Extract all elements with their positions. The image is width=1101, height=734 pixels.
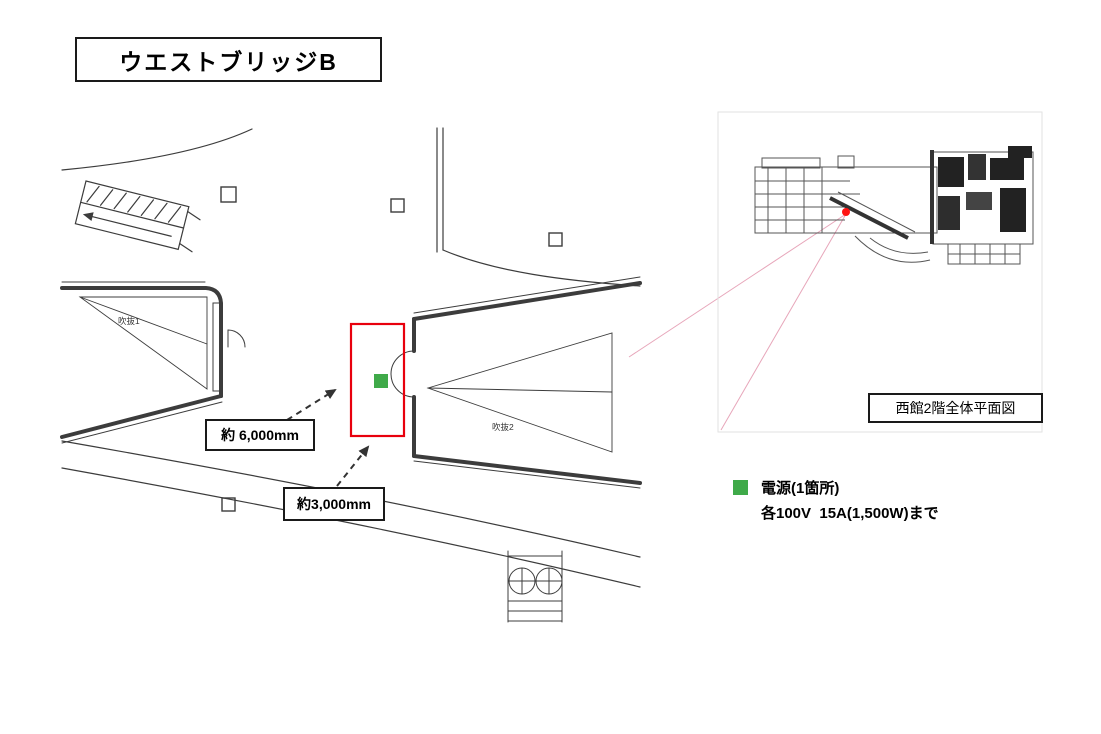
power-swatch-icon xyxy=(733,480,748,495)
power-outlet-marker xyxy=(374,374,388,388)
leader-line-1 xyxy=(628,213,847,358)
overview-plan xyxy=(754,146,1034,265)
door-swing-west xyxy=(227,329,246,348)
title-box: ウエストブリッジB xyxy=(75,37,382,82)
dimension-arrows xyxy=(286,388,370,487)
escalator xyxy=(74,180,201,253)
power-swatch-rect xyxy=(733,480,748,495)
escalator-arrow xyxy=(82,212,94,222)
main-plan: 吹抜1 吹抜2 xyxy=(60,127,642,623)
door-swing-east-upper xyxy=(390,350,415,375)
corridor-curve-topright xyxy=(442,249,641,287)
booth-highlight-rect xyxy=(349,322,406,438)
page-title: ウエストブリッジB xyxy=(119,48,338,75)
columns xyxy=(220,186,563,512)
power-legend: 電源(1箇所) 各100V 15A(1,500W)まで xyxy=(733,477,939,523)
void-hatch-1 xyxy=(78,296,208,390)
legend-row: 電源(1箇所) xyxy=(733,477,939,498)
void-label-2: 吹抜2 xyxy=(492,422,514,432)
column-1 xyxy=(220,186,237,203)
corridor-curve-bottom-2 xyxy=(61,467,641,588)
legend-power-spec: 各100V 15A(1,500W)まで xyxy=(761,505,939,522)
column-3 xyxy=(548,232,563,247)
south-entrance-structure xyxy=(507,550,563,623)
door-swing-east-lower xyxy=(390,373,415,398)
void-hatch-2 xyxy=(426,332,613,453)
overview-caption: 西館2階全体平面図 xyxy=(868,393,1043,423)
column-4 xyxy=(221,497,236,512)
legend-power-label: 電源(1箇所) xyxy=(761,480,840,497)
leader-line-2 xyxy=(720,213,847,431)
dimension-label-width: 約 6,000mm xyxy=(205,419,315,451)
west-wing-structure xyxy=(60,281,246,444)
overview-frame xyxy=(717,111,1043,433)
overview-location-marker xyxy=(842,208,850,216)
dimension-arrow-width xyxy=(286,388,337,421)
corridor-curve-topleft xyxy=(61,128,253,171)
column-2 xyxy=(390,198,405,213)
void-label-1: 吹抜1 xyxy=(118,316,140,326)
dimension-label-depth: 約3,000mm xyxy=(283,487,385,521)
overview-leader-lines xyxy=(628,213,847,431)
overview-bridge xyxy=(829,196,909,240)
east-wing-structure xyxy=(390,276,642,489)
dimension-arrow-depth xyxy=(336,445,370,487)
